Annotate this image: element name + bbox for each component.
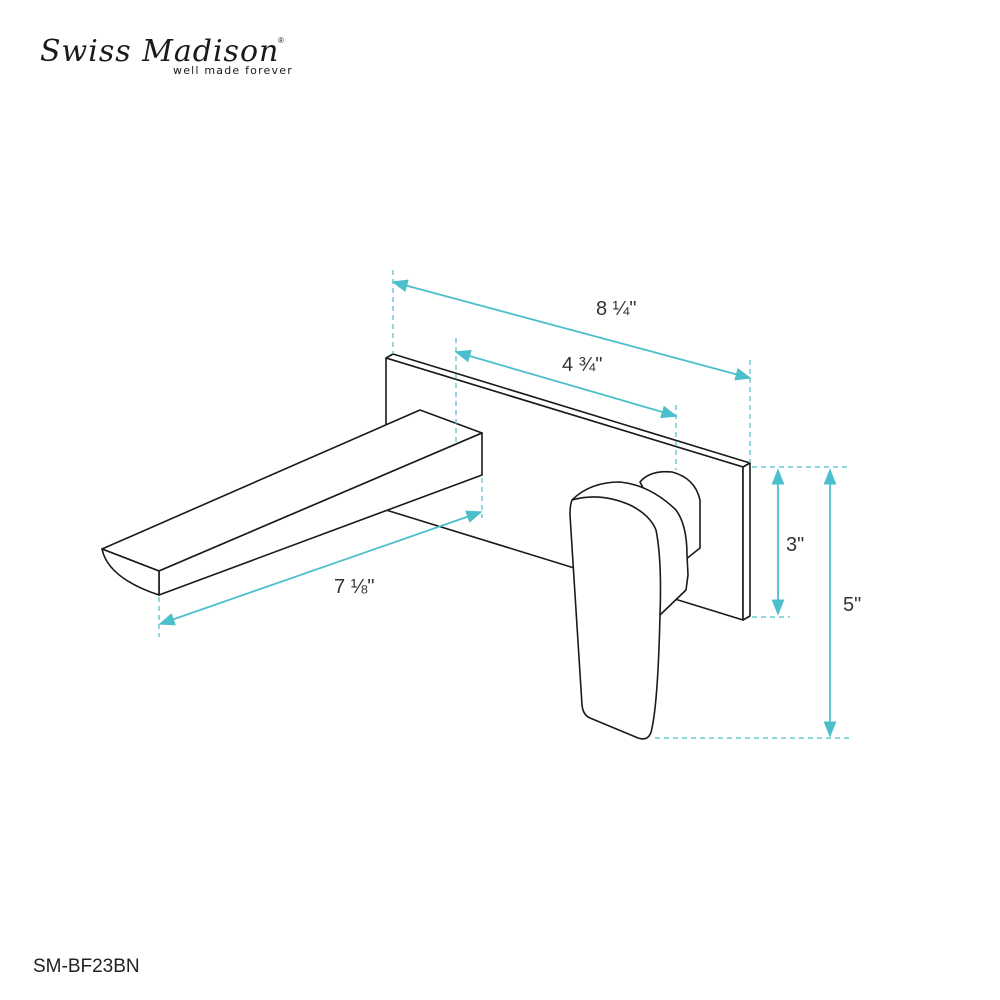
dimension-arrows xyxy=(158,279,837,738)
model-number: SM-BF23BN xyxy=(33,956,140,977)
overall-height-label: 5" xyxy=(843,594,862,616)
handle-projection-arrow xyxy=(454,349,678,419)
handle-projection-label: 4 ¾" xyxy=(562,354,603,376)
registered-mark: ® xyxy=(278,36,284,45)
overall-width-label: 8 ¼" xyxy=(596,298,637,320)
spout-length-arrow xyxy=(158,510,483,626)
spout-length-label: 7 ⅛" xyxy=(334,576,375,598)
handle-lever xyxy=(569,481,689,740)
plate-height-label: 3" xyxy=(786,534,805,556)
brand-tagline: well made forever xyxy=(173,64,293,77)
overall-width-arrow xyxy=(391,279,752,381)
brand-logo: Swiss Madison ® well made forever xyxy=(40,34,300,84)
brand-name: Swiss Madison xyxy=(40,34,280,69)
